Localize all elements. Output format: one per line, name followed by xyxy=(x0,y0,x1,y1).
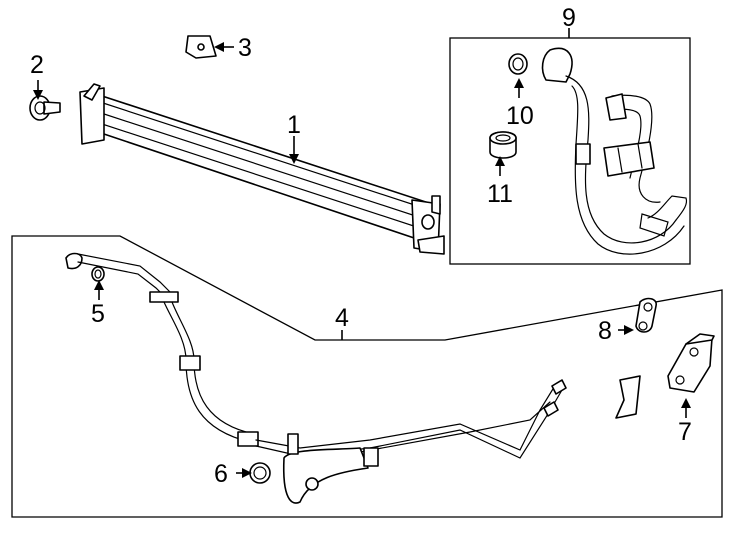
callout-9: 9 xyxy=(562,4,576,32)
hose-part-9 xyxy=(541,47,688,255)
callout-4: 4 xyxy=(335,304,349,332)
cooler-lines-part-4 xyxy=(65,252,567,504)
seal-part-6 xyxy=(249,462,271,484)
retainer-part-8 xyxy=(635,297,657,333)
seal-part-11 xyxy=(489,131,517,159)
callout-6: 6 xyxy=(214,460,228,488)
o-ring-part-10 xyxy=(508,53,528,75)
bolt-part-2 xyxy=(29,95,61,121)
callout-2: 2 xyxy=(30,51,44,79)
callout-11: 11 xyxy=(487,180,513,208)
clip-part-3 xyxy=(185,35,217,59)
callout-7: 7 xyxy=(678,418,692,446)
inset-frame-9 xyxy=(449,37,691,265)
cooler-part-1 xyxy=(79,83,445,255)
frame-4 xyxy=(11,235,723,518)
callout-8: 8 xyxy=(598,317,612,345)
callout-5: 5 xyxy=(91,300,105,328)
bracket-part-7 xyxy=(667,333,715,393)
callout-1: 1 xyxy=(287,111,301,139)
clip-loose xyxy=(615,375,641,419)
callout-10: 10 xyxy=(506,102,534,130)
callout-3: 3 xyxy=(238,34,252,62)
o-ring-part-5 xyxy=(91,266,105,282)
